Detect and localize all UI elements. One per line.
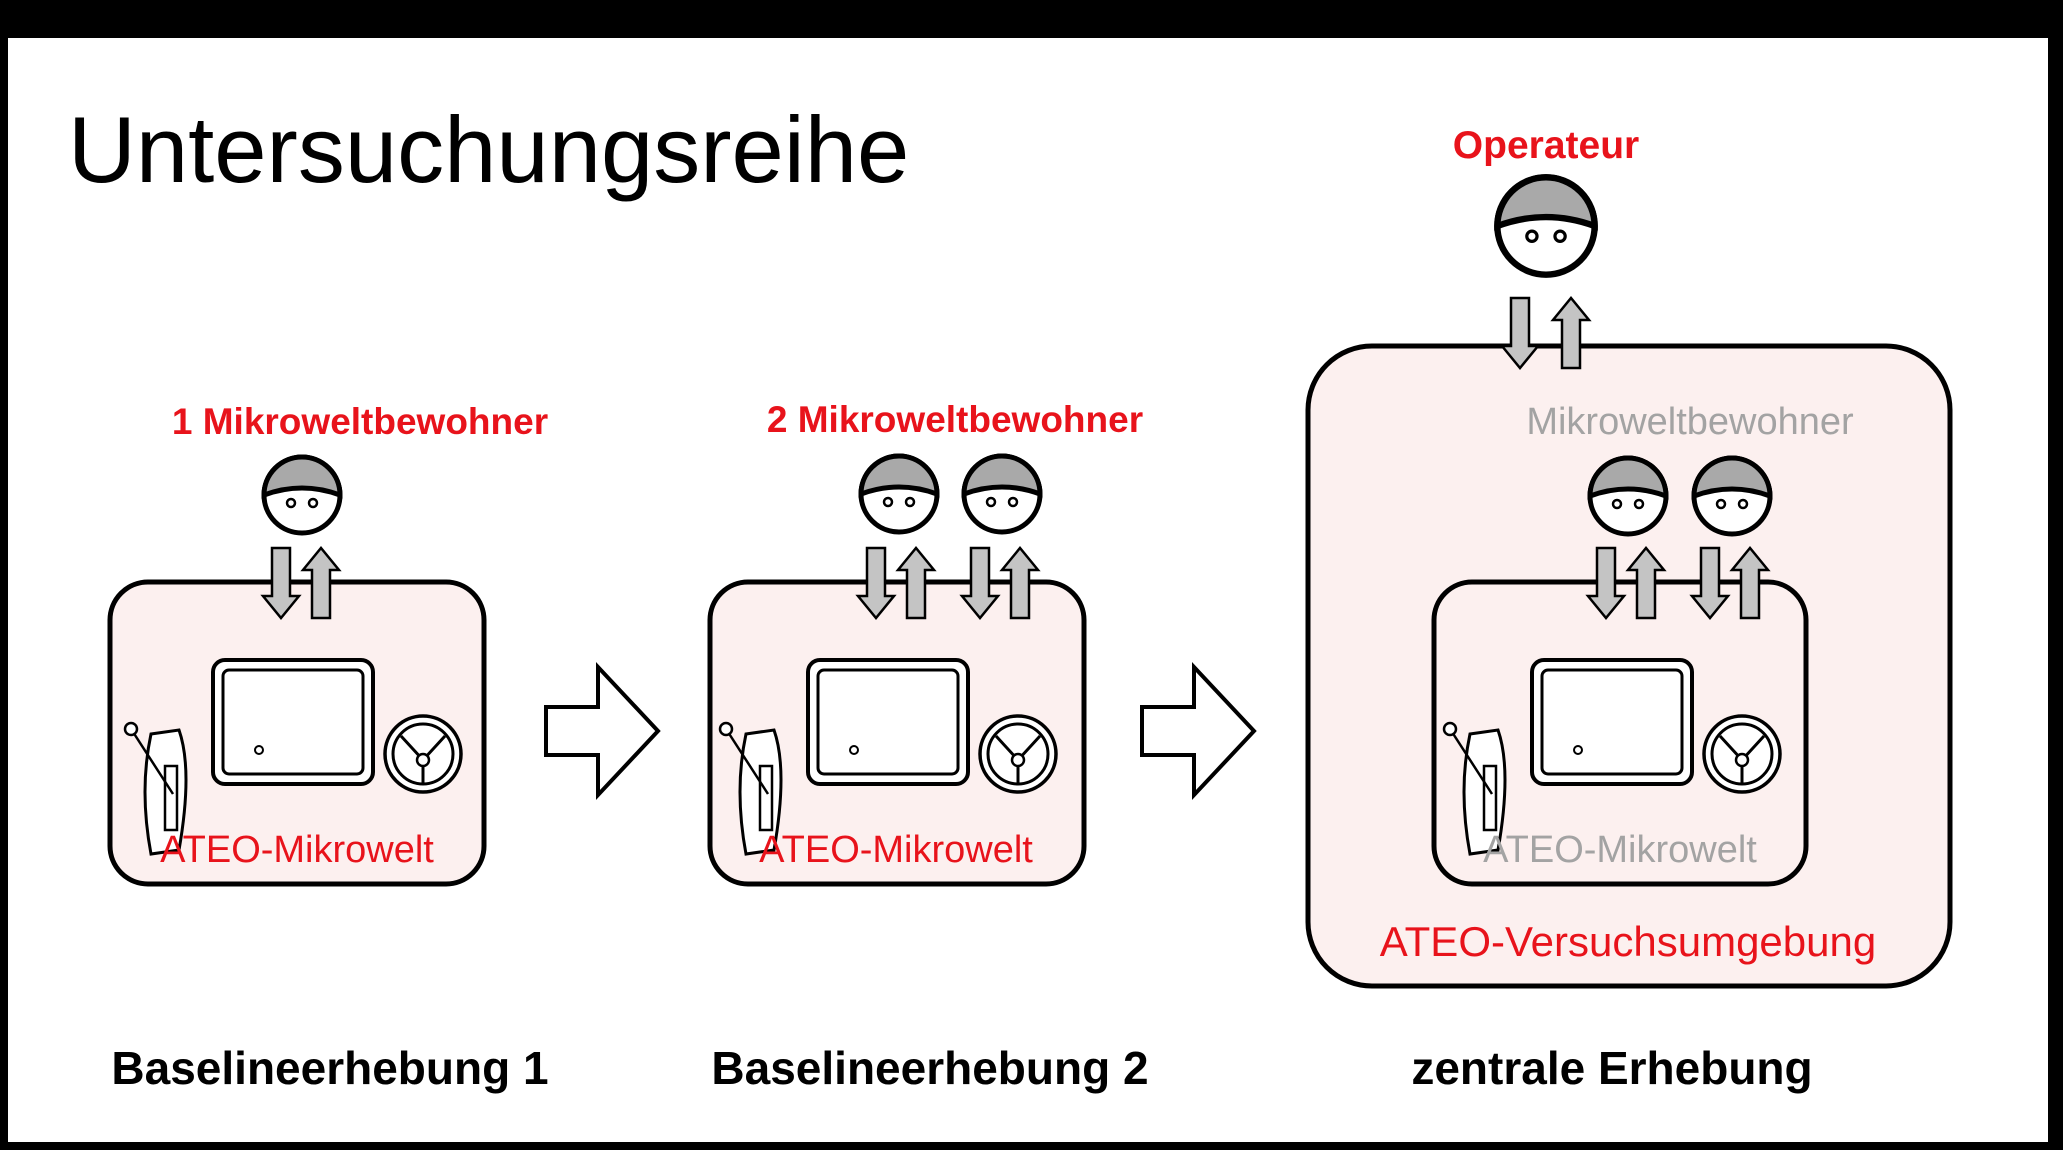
person-head-icon	[1694, 458, 1770, 534]
stage-baseline-1: 1 Mikroweltbewohner ATEO-Mikrowelt Basel…	[107, 401, 549, 1094]
participants-label: 2 Mikroweltbewohner	[767, 399, 1143, 440]
environment-label: ATEO-Versuchsumgebung	[1380, 918, 1876, 965]
stage-caption: Baselineerhebung 2	[711, 1042, 1148, 1094]
page-title: Untersuchungsreihe	[68, 97, 909, 202]
world-label: ATEO-Mikrowelt	[160, 829, 434, 871]
stage-baseline-2: 2 Mikroweltbewohner ATEO-Mikrowelt Basel…	[707, 399, 1149, 1094]
person-head-icon	[1590, 458, 1666, 534]
person-head-icon	[964, 456, 1040, 532]
stage-caption: zentrale Erhebung	[1411, 1042, 1812, 1094]
world-label: ATEO-Mikrowelt	[1483, 829, 1757, 871]
person-head-icon	[264, 457, 340, 533]
participants-label: Mikroweltbewohner	[1526, 401, 1854, 443]
world-label: ATEO-Mikrowelt	[759, 829, 1033, 871]
operator-label: Operateur	[1453, 124, 1639, 167]
participants-label: 1 Mikroweltbewohner	[172, 401, 548, 442]
stage-central: Operateur Mikroweltbewohner ATEO-Mikrowe…	[1305, 124, 1953, 1094]
person-head-icon	[861, 456, 937, 532]
person-head-icon	[1497, 177, 1594, 274]
stage-caption: Baselineerhebung 1	[111, 1042, 548, 1094]
